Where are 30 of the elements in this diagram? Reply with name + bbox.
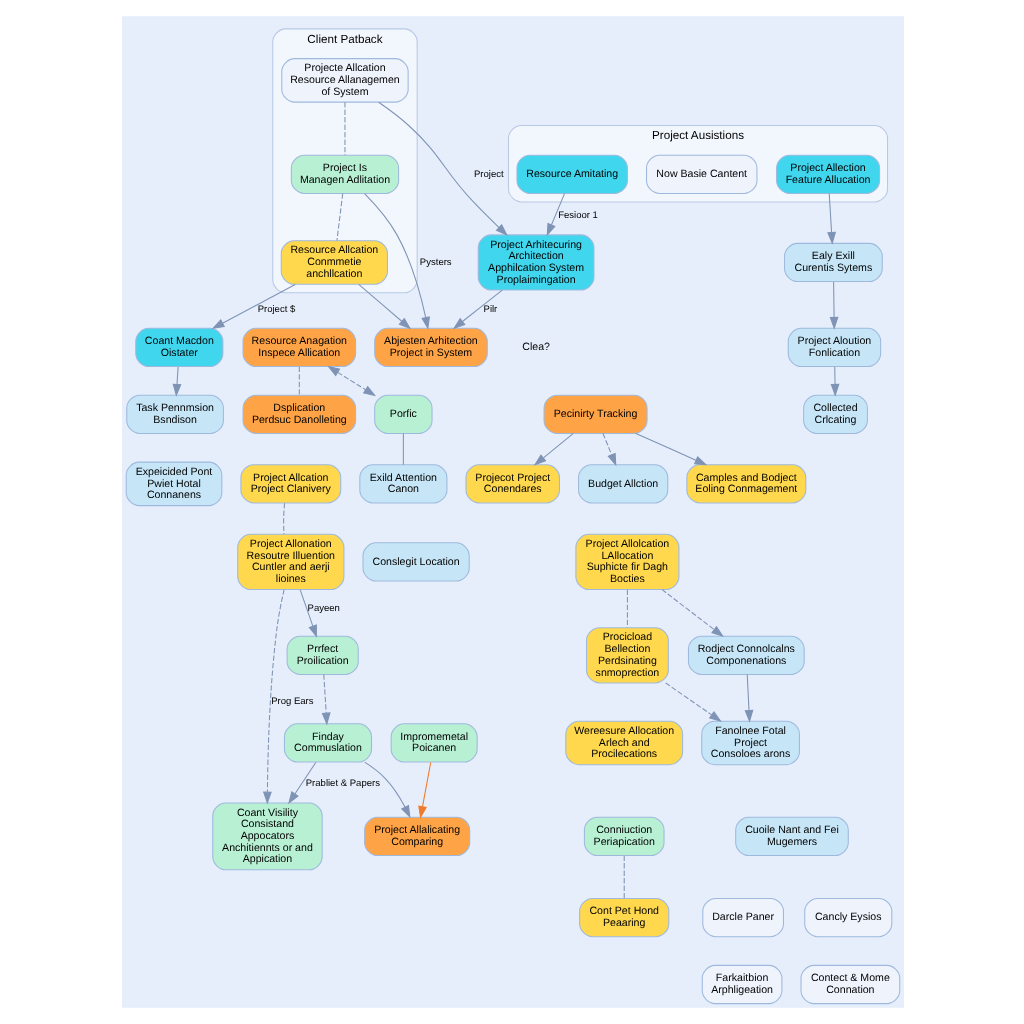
arrow — [326, 365, 376, 397]
arrow — [660, 589, 723, 638]
connector — [622, 855, 624, 899]
connector — [335, 193, 343, 241]
connector — [625, 589, 627, 629]
arrow — [417, 761, 431, 819]
arrow — [357, 283, 411, 330]
arrow — [363, 761, 410, 819]
arrow — [320, 674, 330, 726]
arrow — [532, 432, 573, 466]
arrow — [363, 193, 429, 330]
arrow — [261, 589, 284, 805]
arrow — [377, 101, 507, 236]
arrow — [826, 193, 836, 245]
arrow — [451, 289, 502, 330]
arrow — [634, 432, 707, 466]
connector — [343, 101, 345, 156]
arrow — [601, 432, 616, 467]
arrow — [210, 283, 295, 330]
arrow — [171, 366, 181, 397]
connector — [282, 502, 285, 535]
arrow — [743, 674, 753, 723]
arrow — [664, 682, 721, 722]
connector — [401, 432, 403, 466]
arrow — [829, 366, 839, 397]
arrow — [298, 589, 316, 638]
arrow — [545, 193, 565, 237]
arrow — [828, 281, 838, 330]
arrow — [287, 761, 316, 805]
connector — [297, 366, 299, 396]
